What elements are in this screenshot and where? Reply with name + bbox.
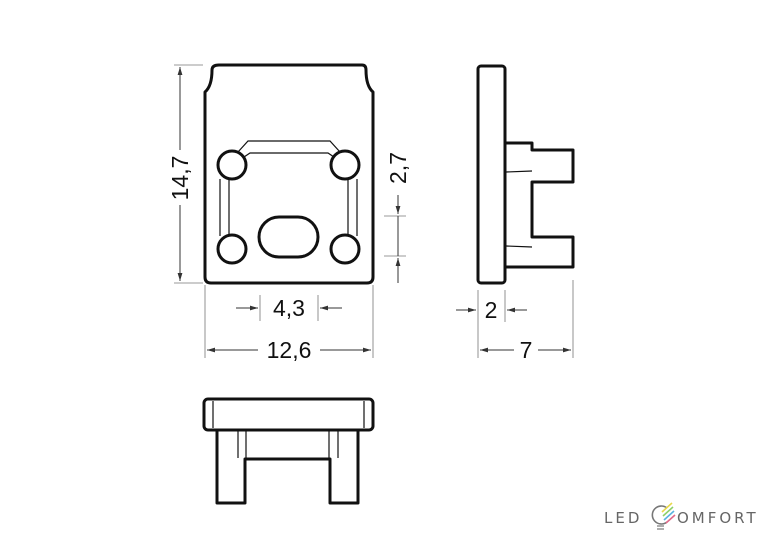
- dimension-width-label: 12,6: [267, 337, 312, 363]
- mount-hole-top-right: [329, 149, 361, 181]
- dimension-height: 14,7: [167, 64, 203, 284]
- bottom-flange: [202, 397, 375, 432]
- bottom-legs: [215, 428, 360, 505]
- logo-text-left: LED: [604, 509, 642, 527]
- bottom-view: [202, 397, 375, 505]
- dimension-depth: 7: [477, 280, 574, 363]
- dimension-width: 12,6: [204, 285, 374, 363]
- dimension-depth-label: 7: [520, 337, 533, 363]
- cable-slot: [257, 215, 320, 259]
- dimension-slot-width-label: 4,3: [273, 295, 305, 321]
- bulb-icon: [651, 502, 676, 530]
- dimension-height-label: 14,7: [167, 156, 193, 201]
- mount-hole-top-left: [216, 149, 248, 181]
- dimension-plate-thickness-label: 2: [485, 297, 498, 323]
- front-body: [203, 63, 375, 285]
- dimension-slot-width: 4,3: [236, 295, 342, 321]
- side-plate: [476, 64, 507, 285]
- dimension-plate-thickness: 2: [456, 290, 527, 323]
- ledcomfort-logo: LED OMFORT: [604, 502, 759, 530]
- mount-hole-bottom-left: [216, 233, 248, 265]
- dimension-hole-spacing-label: 2,7: [385, 152, 411, 184]
- side-prongs: [503, 141, 575, 269]
- side-view: [476, 64, 575, 285]
- front-groove: [219, 140, 358, 236]
- front-view: [203, 63, 375, 285]
- dimension-hole-spacing: 2,7: [384, 152, 411, 283]
- mount-hole-bottom-right: [329, 233, 361, 265]
- logo-text-right: OMFORT: [677, 509, 759, 527]
